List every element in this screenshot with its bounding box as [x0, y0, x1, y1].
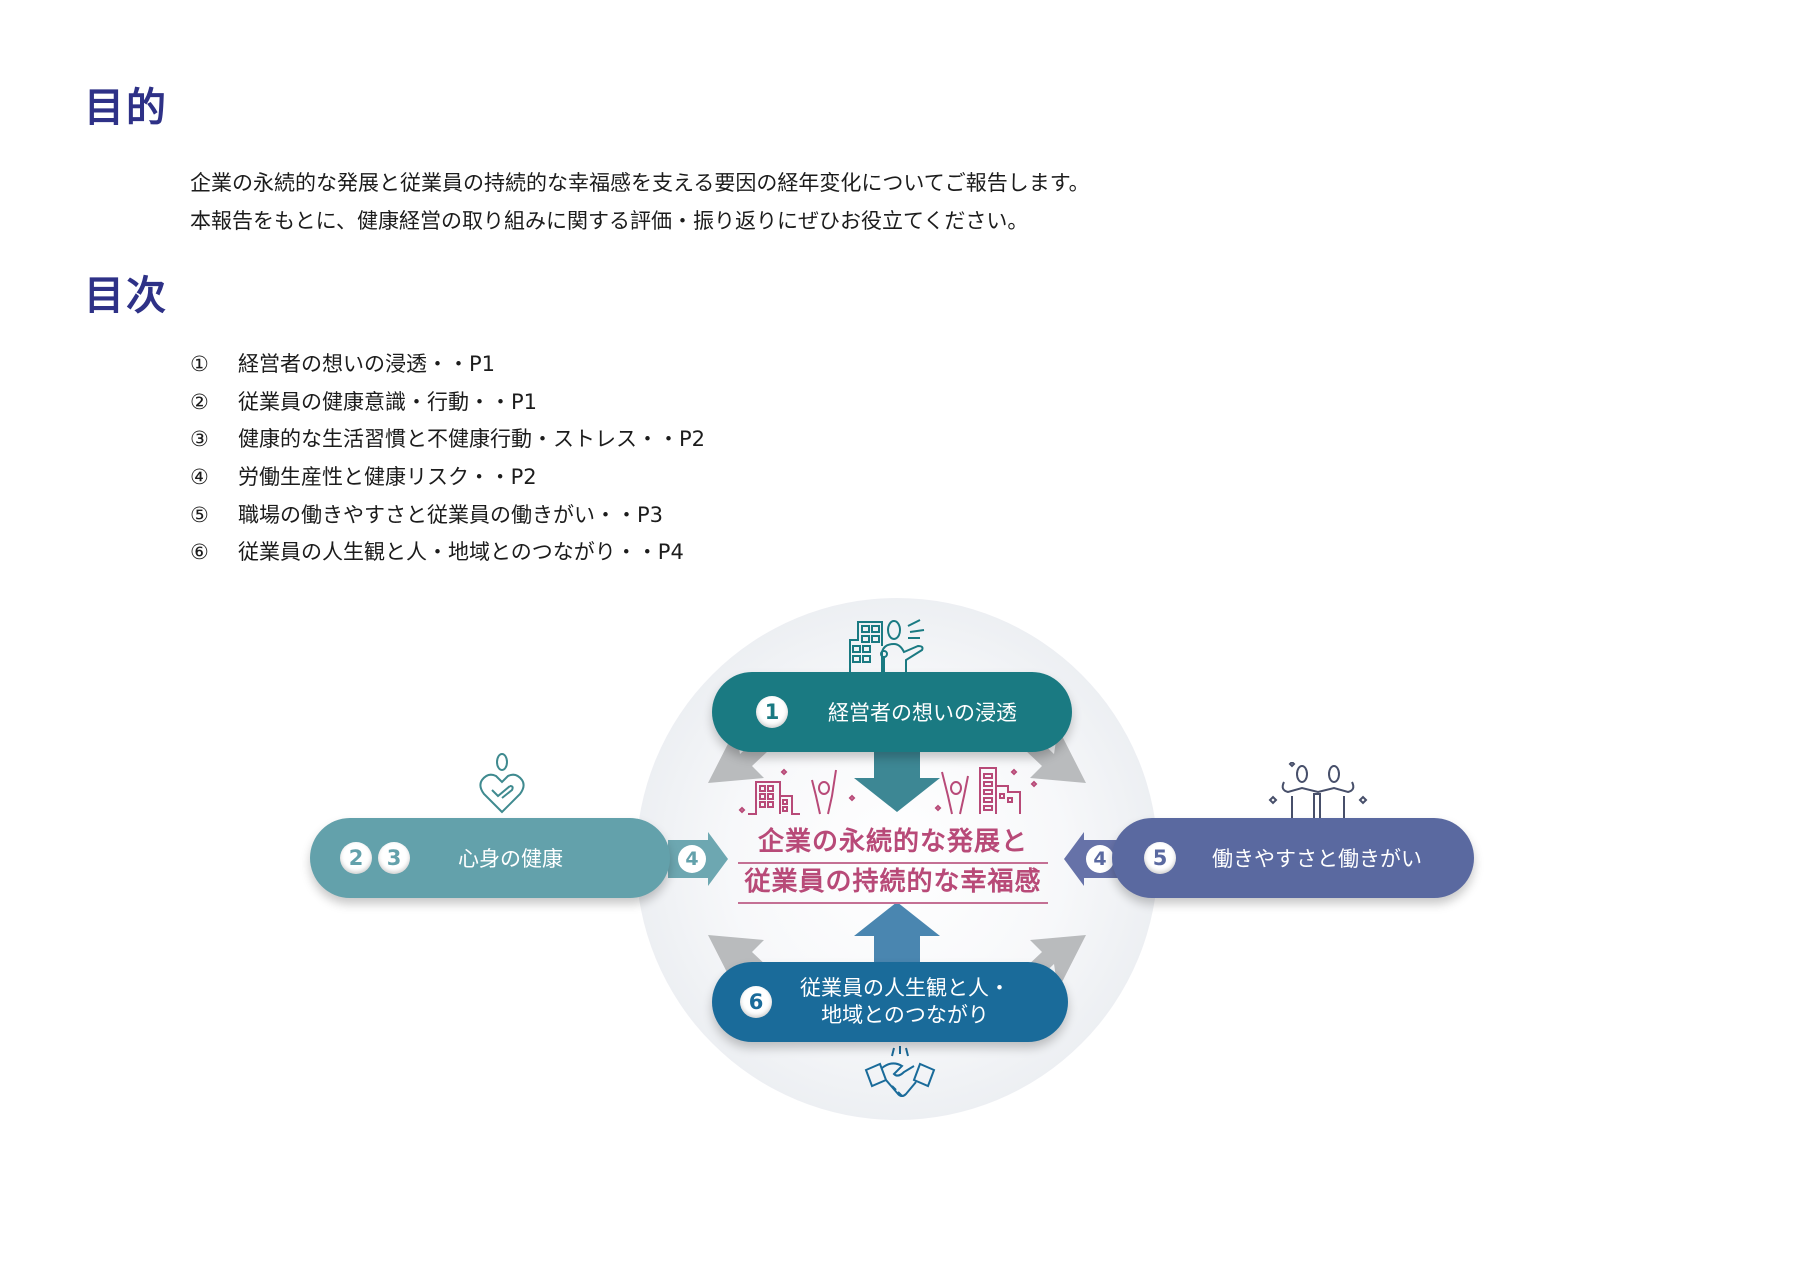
city-cheering-icon-right [934, 767, 1038, 815]
toc-item-number: ④ [190, 465, 209, 490]
arrow-to-center-left: 4 [668, 832, 728, 886]
purpose-line-1: 企業の永続的な発展と従業員の持続的な幸福感を支える要因の経年変化についてご報告し… [190, 171, 1090, 195]
toc-item-label: 職場の働きやすさと従業員の働きがい・・P3 [238, 502, 664, 527]
center-goal-text: 企業の永続的な発展と 従業員の持続的な幸福感 [738, 824, 1048, 904]
toc-item-label: 健康的な生活習慣と不健康行動・ストレス・・P2 [238, 427, 706, 452]
number-badge: 6 [740, 986, 772, 1018]
table-of-contents: ① 経営者の想いの浸透・・P1 ② 従業員の健康意識・行動・・P1 ③ 健康的な生活習… [190, 346, 705, 572]
pill-work-engagement: 5 働きやすさと働きがい [1112, 818, 1474, 898]
center-goal-line-2: 従業員の持続的な幸福感 [738, 864, 1048, 904]
pill-label: 従業員の人生観と人・ 地域とのつながり [800, 975, 1010, 1029]
toc-item-number: ⑤ [190, 502, 209, 527]
toc-item[interactable]: ④ 労働生産性と健康リスク・・P2 [190, 459, 705, 497]
toc-item[interactable]: ⑥ 従業員の人生観と人・地域とのつながり・・P4 [190, 534, 705, 572]
center-goal-line-1: 企業の永続的な発展と [738, 824, 1048, 864]
toc-item-number: ⑥ [190, 540, 209, 565]
pill-label: 経営者の想いの浸透 [828, 701, 1017, 725]
pill-label-line-1: 従業員の人生観と人・ [800, 976, 1010, 1000]
pill-mind-body-health: 2 3 心身の健康 [310, 818, 670, 898]
arrow-to-center-right: 4 [1064, 832, 1124, 886]
toc-item-label: 経営者の想いの浸透・・P1 [238, 352, 496, 376]
toc-item[interactable]: ② 従業員の健康意識・行動・・P1 [190, 384, 705, 422]
executive-speaking-icon [849, 619, 925, 674]
number-badge: 1 [756, 696, 788, 728]
pill-life-view-connections: 6 従業員の人生観と人・ 地域とのつながり [712, 962, 1068, 1042]
pill-label-line-2: 地域とのつながり [821, 1003, 989, 1027]
number-badge: 3 [378, 842, 410, 874]
toc-item-label: 労働生産性と健康リスク・・P2 [238, 465, 537, 490]
arrow-number-badge: 4 [1086, 845, 1114, 873]
city-cheering-icon-left [738, 768, 856, 815]
cheering-people-icon [1268, 762, 1368, 820]
purpose-line-2: 本報告をもとに、健康経営の取り組みに関する評価・振り返りにぜひお役立てください。 [190, 209, 1029, 233]
toc-item[interactable]: ① 経営者の想いの浸透・・P1 [190, 346, 705, 384]
toc-item-number: ① [190, 352, 209, 376]
pill-label: 働きやすさと働きがい [1212, 847, 1422, 871]
handshake-icon [864, 1046, 936, 1097]
toc-item-label: 従業員の人生観と人・地域とのつながり・・P4 [238, 540, 684, 565]
arrow-number-badge: 4 [678, 845, 706, 873]
number-badge: 2 [340, 842, 372, 874]
pill-management-philosophy: 1 経営者の想いの浸透 [712, 672, 1072, 752]
heart-person-icon [479, 753, 525, 814]
toc-item-number: ③ [190, 427, 209, 452]
toc-item-label: 従業員の健康意識・行動・・P1 [238, 389, 538, 414]
toc-item[interactable]: ⑤ 職場の働きやすさと従業員の働きがい・・P3 [190, 497, 705, 535]
purpose-text: 企業の永続的な発展と従業員の持続的な幸福感を支える要因の経年変化についてご報告し… [190, 164, 1090, 240]
pill-label: 心身の健康 [458, 847, 563, 871]
number-badge: 5 [1144, 842, 1176, 874]
toc-item-number: ② [190, 389, 209, 414]
purpose-heading: 目的 [84, 85, 168, 131]
toc-item[interactable]: ③ 健康的な生活習慣と不健康行動・ストレス・・P2 [190, 421, 705, 459]
toc-heading: 目次 [84, 273, 168, 319]
